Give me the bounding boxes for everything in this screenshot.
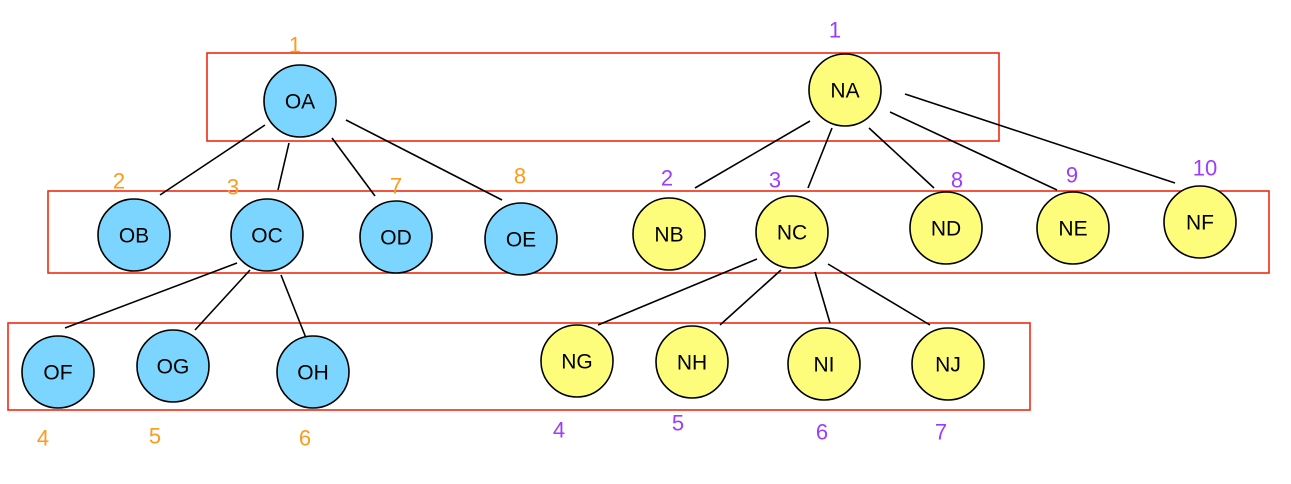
order-label-ng: 4 xyxy=(553,418,565,443)
node-label-of: OF xyxy=(43,362,72,385)
edge-oa-ob xyxy=(159,124,266,196)
edge-oa-oc xyxy=(277,142,290,191)
node-oh xyxy=(276,335,350,409)
node-label-nf: NF xyxy=(1186,212,1214,235)
node-oc xyxy=(230,198,304,272)
node-label-nh: NH xyxy=(677,352,707,375)
edge-na-ne xyxy=(889,111,1058,191)
node-label-nj: NJ xyxy=(935,354,961,377)
node-od xyxy=(359,200,433,274)
node-of xyxy=(21,335,95,409)
order-label-od: 7 xyxy=(390,174,402,199)
node-label-ob: OB xyxy=(119,225,149,248)
node-nc xyxy=(755,195,829,269)
edge-na-nd xyxy=(868,127,935,189)
node-nj xyxy=(911,327,985,401)
node-label-ne: NE xyxy=(1058,218,1087,241)
node-na xyxy=(808,53,882,127)
edge-na-nb xyxy=(694,120,811,189)
order-label-nf: 10 xyxy=(1193,156,1217,181)
edge-nc-ng xyxy=(597,258,758,326)
order-label-ni: 6 xyxy=(816,420,828,445)
edge-nc-nj xyxy=(827,263,931,326)
edge-nc-nh xyxy=(719,269,782,326)
node-label-od: OD xyxy=(380,227,412,250)
node-label-oa: OA xyxy=(285,91,315,114)
node-label-oe: OE xyxy=(506,229,536,252)
node-og xyxy=(136,329,210,403)
edge-oc-og xyxy=(194,269,251,331)
order-label-oa: 1 xyxy=(289,33,301,58)
order-label-oe: 8 xyxy=(514,164,526,189)
node-nf xyxy=(1163,185,1237,259)
edge-oc-oh xyxy=(280,274,307,339)
node-nd xyxy=(909,191,983,265)
order-label-nh: 5 xyxy=(672,411,684,436)
node-oe xyxy=(484,202,558,276)
node-label-na: NA xyxy=(830,80,859,103)
order-label-nj: 7 xyxy=(935,420,947,445)
node-label-ni: NI xyxy=(814,354,835,377)
node-nh xyxy=(655,325,729,399)
node-label-nd: ND xyxy=(931,218,961,241)
order-label-og: 5 xyxy=(149,424,161,449)
level-box-2 xyxy=(47,190,1270,274)
node-label-oh: OH xyxy=(297,362,329,385)
node-label-og: OG xyxy=(157,356,190,379)
order-label-nc: 3 xyxy=(769,168,781,193)
order-label-nd: 8 xyxy=(951,168,963,193)
level-box-3 xyxy=(7,322,1031,411)
level-box-1 xyxy=(206,52,1000,142)
node-ni xyxy=(787,327,861,401)
node-label-ng: NG xyxy=(561,351,593,374)
node-ob xyxy=(97,198,171,272)
edge-oa-oe xyxy=(345,119,503,201)
order-label-ne: 9 xyxy=(1066,163,1078,188)
edge-na-nf xyxy=(904,93,1176,184)
order-label-ob: 2 xyxy=(113,169,125,194)
node-label-nc: NC xyxy=(777,222,807,245)
node-label-nb: NB xyxy=(654,224,683,247)
order-label-oc: 3 xyxy=(227,175,239,200)
order-label-nb: 2 xyxy=(661,166,673,191)
node-oa xyxy=(263,64,337,138)
node-ne xyxy=(1036,191,1110,265)
node-nb xyxy=(632,197,706,271)
edge-oa-od xyxy=(331,137,376,197)
edge-nc-ni xyxy=(814,271,831,324)
order-label-of: 4 xyxy=(37,426,49,451)
order-label-oh: 6 xyxy=(299,426,311,451)
edge-oc-of xyxy=(64,262,238,329)
node-ng xyxy=(540,324,614,398)
edge-na-nc xyxy=(807,127,833,189)
node-label-oc: OC xyxy=(251,225,283,248)
order-label-na: 1 xyxy=(829,18,841,43)
